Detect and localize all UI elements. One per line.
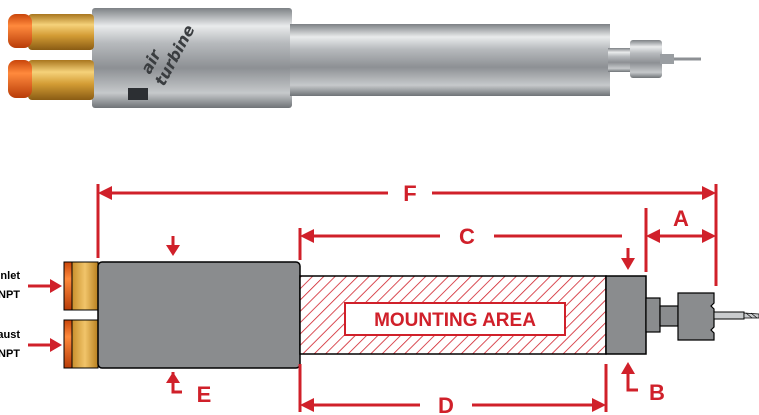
photo-inlet-fitting-brass (28, 14, 94, 50)
collet (677, 292, 715, 341)
photo-inlet-connector (8, 14, 32, 48)
inlet-port-thread-label: NPT (0, 289, 20, 301)
mounting-area-label: MOUNTING AREA (374, 310, 536, 331)
spindle-shaft (645, 297, 661, 333)
exhaust-port-label: Exhaust (0, 329, 20, 341)
photo-rear-housing (92, 8, 292, 108)
exhaust-fitting (63, 319, 99, 369)
inlet-fitting (63, 261, 99, 311)
mounting-area-box (344, 302, 566, 336)
dimension-arrowheads (50, 186, 716, 412)
spindle-photo: air turbine (8, 8, 701, 108)
inlet-port-label: Inlet (0, 270, 20, 282)
dimension-d-label: D (438, 393, 454, 415)
photo-collet-nut (630, 40, 662, 78)
technical-drawing: MOUNTING AREA (0, 181, 759, 415)
tool-bit (713, 311, 745, 320)
rear-housing (97, 261, 301, 369)
dimension-c-label: C (459, 224, 475, 249)
exhaust-port-thread-label: NPT (0, 348, 20, 360)
photo-exhaust-connector (8, 60, 32, 98)
front-nose (605, 275, 647, 355)
dimension-a-label: A (673, 206, 689, 231)
photo-main-barrel (290, 24, 610, 96)
dimension-e-label: E (197, 382, 212, 407)
dimension-b-label: B (649, 380, 665, 405)
dimension-f-label: F (403, 181, 416, 206)
photo-exhaust-fitting-brass (28, 60, 94, 100)
